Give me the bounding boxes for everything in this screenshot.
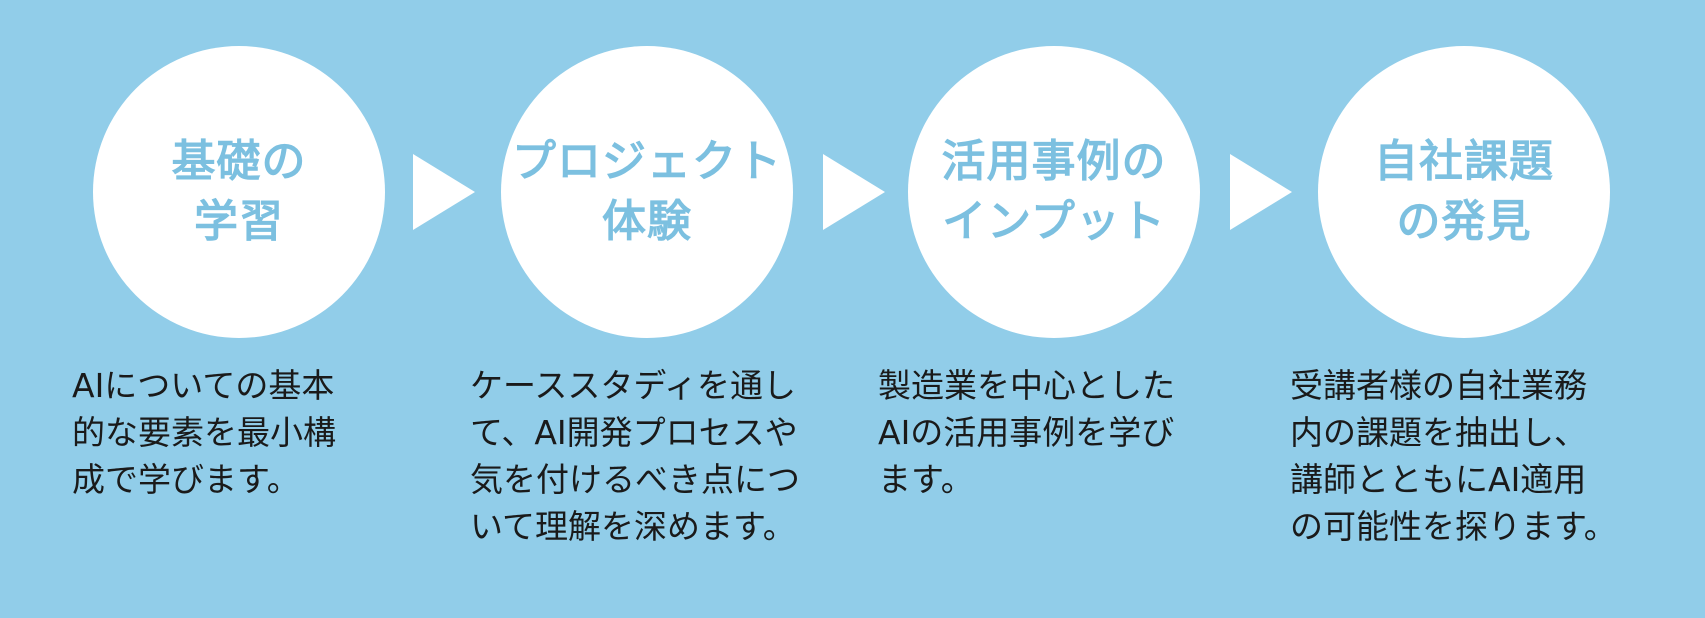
step-circle-project: プロジェクト 体験: [501, 46, 793, 338]
step-title-line: 学習: [194, 196, 284, 247]
step-title-use-cases: 活用事例の インプット: [942, 132, 1167, 252]
description-line: 成で学びます。: [72, 460, 300, 499]
description-line: ケーススタディを通し: [470, 366, 797, 405]
step-description-discovery: 受講者様の自社業務 内の課題を抽出し、 講師とともにAI適用 の可能性を探ります…: [1290, 362, 1617, 550]
step-title-line: の発見: [1396, 196, 1532, 247]
step-description-project: ケーススタディを通し て、AI開発プロセスや 気を付けるべき点につ いて理解を深…: [470, 362, 800, 550]
step-title-line: 体験: [602, 196, 692, 247]
arrow-right-icon: [823, 154, 885, 230]
step-title-basics: 基礎の 学習: [172, 132, 307, 252]
arrow-right-icon: [413, 154, 475, 230]
step-title-line: 活用事例の: [941, 136, 1167, 187]
step-title-line: プロジェクト: [512, 136, 782, 187]
description-line: 受講者様の自社業務: [1290, 366, 1587, 405]
description-line: 内の課題を抽出し、: [1290, 413, 1587, 452]
step-title-line: 基礎の: [171, 136, 307, 187]
description-line: AIの活用事例を学び: [878, 413, 1175, 452]
step-circle-discovery: 自社課題 の発見: [1318, 46, 1610, 338]
step-description-use-cases: 製造業を中心とした AIの活用事例を学び ます。: [878, 362, 1175, 503]
description-line: 講師とともにAI適用: [1290, 460, 1587, 499]
description-line: 製造業を中心とした: [878, 366, 1175, 405]
description-line: の可能性を探ります。: [1290, 507, 1617, 546]
description-line: ます。: [878, 460, 974, 499]
step-title-project: プロジェクト 体験: [512, 132, 782, 252]
description-line: て、AI開発プロセスや: [470, 413, 798, 452]
arrow-right-icon: [1230, 154, 1292, 230]
step-title-line: インプット: [942, 196, 1166, 247]
description-line: 的な要素を最小構: [72, 413, 336, 452]
step-title-discovery: 自社課題 の発見: [1374, 132, 1554, 252]
step-title-line: 自社課題: [1374, 136, 1554, 187]
step-description-basics: AIについての基本 的な要素を最小構 成で学びます。: [72, 362, 336, 503]
description-line: AIについての基本: [72, 366, 335, 405]
step-circle-basics: 基礎の 学習: [93, 46, 385, 338]
step-circle-use-cases: 活用事例の インプット: [908, 46, 1200, 338]
description-line: いて理解を深めます。: [470, 507, 796, 546]
description-line: 気を付けるべき点につ: [470, 460, 800, 499]
